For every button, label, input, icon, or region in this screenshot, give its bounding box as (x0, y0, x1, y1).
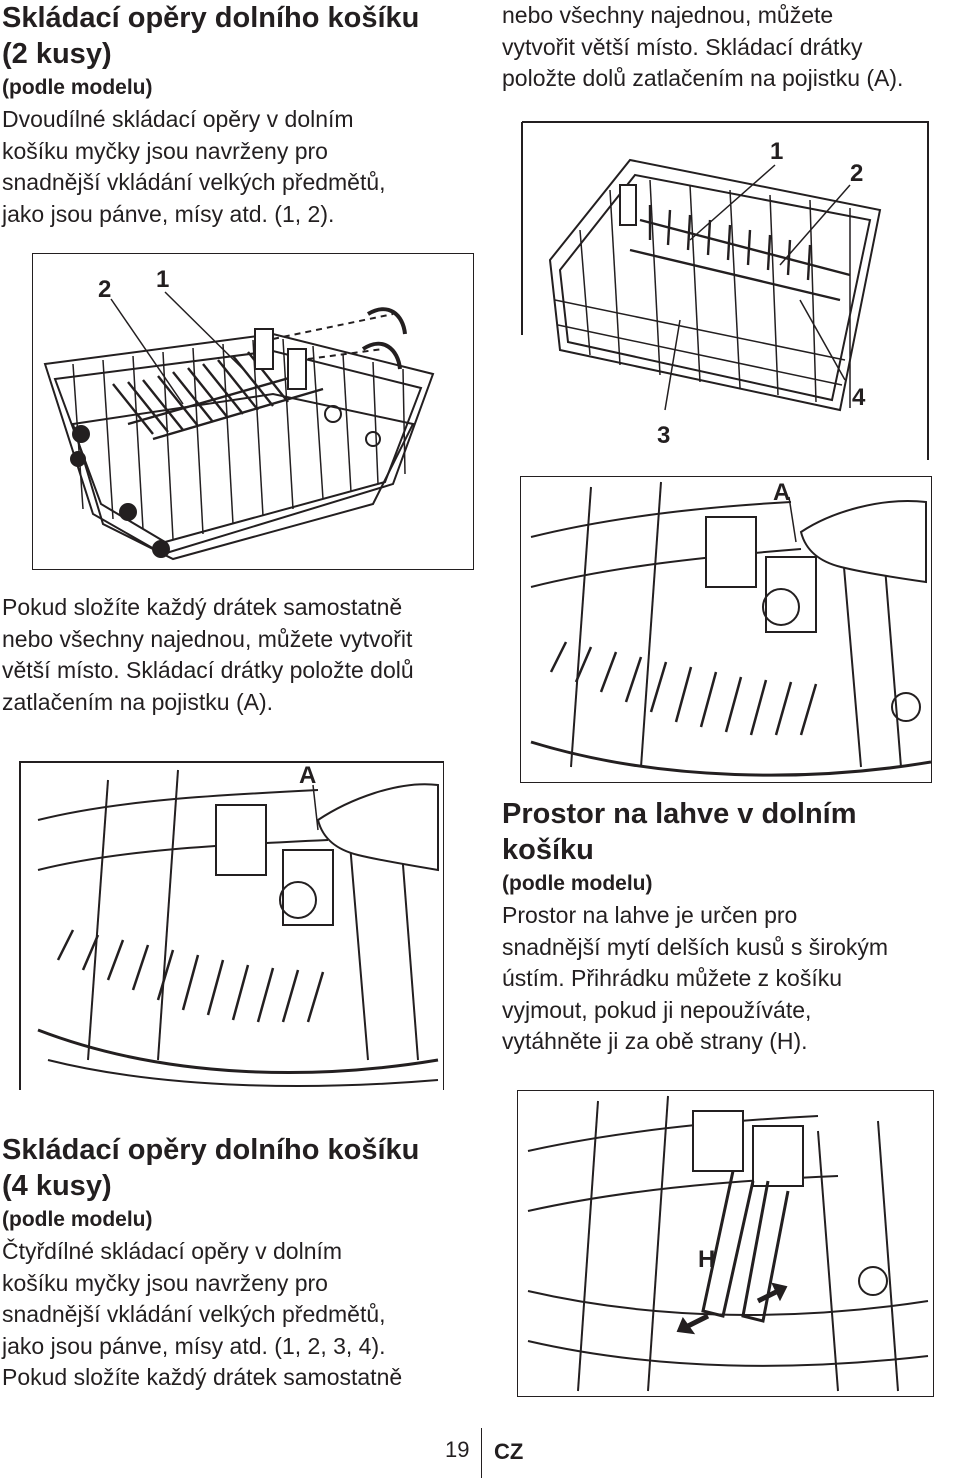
footer-divider (481, 1428, 482, 1478)
callout-1: 1 (156, 266, 170, 293)
basket-two-illustration (43, 291, 435, 561)
two-piece-continued: Pokud složíte každý drátek samostatně ne… (2, 594, 414, 715)
basket-two-figure: 2 1 (32, 253, 474, 570)
latch-left-figure: A (18, 760, 444, 1090)
callout-1: 1 (770, 138, 784, 165)
bottle-rack-illustration (527, 1095, 929, 1392)
callout-A: A (299, 762, 317, 789)
basket-four-figure: 1 2 3 4 (520, 120, 930, 460)
callout-A: A (773, 479, 791, 506)
latch-left-illustration (19, 761, 444, 1090)
callout-4: 4 (852, 384, 866, 411)
callout-3: 3 (657, 422, 671, 449)
section-title: Skládací opěry dolního košíku(4 kusy) (2, 1134, 420, 1202)
callout-2: 2 (98, 276, 112, 303)
latch-right-illustration (530, 481, 931, 777)
section-body: Dvoudílné skládací opěry v dolním košíku… (2, 106, 386, 227)
model-note: (podle modelu) (502, 872, 653, 895)
model-note: (podle modelu) (2, 1208, 153, 1231)
section-body: Prostor na lahve je určen pro snadnější … (502, 902, 889, 1054)
latch-right-figure: A (520, 476, 932, 783)
bottle-rack-figure: H (517, 1090, 934, 1397)
section-title: Skládací opěry dolního košíku(2 kusy) (2, 2, 420, 70)
four-piece-continued: nebo všechny najednou, můžete vytvořit v… (502, 2, 904, 91)
section-four-piece: Skládací opěry dolního košíku(4 kusy) (p… (2, 1132, 472, 1394)
callout-H: H (698, 1246, 716, 1273)
section-two-piece: Skládací opěry dolního košíku(2 kusy) (p… (2, 0, 472, 230)
model-note: (podle modelu) (2, 76, 153, 99)
language-code: CZ (494, 1439, 524, 1464)
page-number: 19 (445, 1437, 470, 1462)
basket-four-illustration (521, 121, 929, 460)
section-body: Čtyřdílné skládací opěry v dolním košíku… (2, 1238, 403, 1390)
callout-2: 2 (850, 160, 864, 187)
